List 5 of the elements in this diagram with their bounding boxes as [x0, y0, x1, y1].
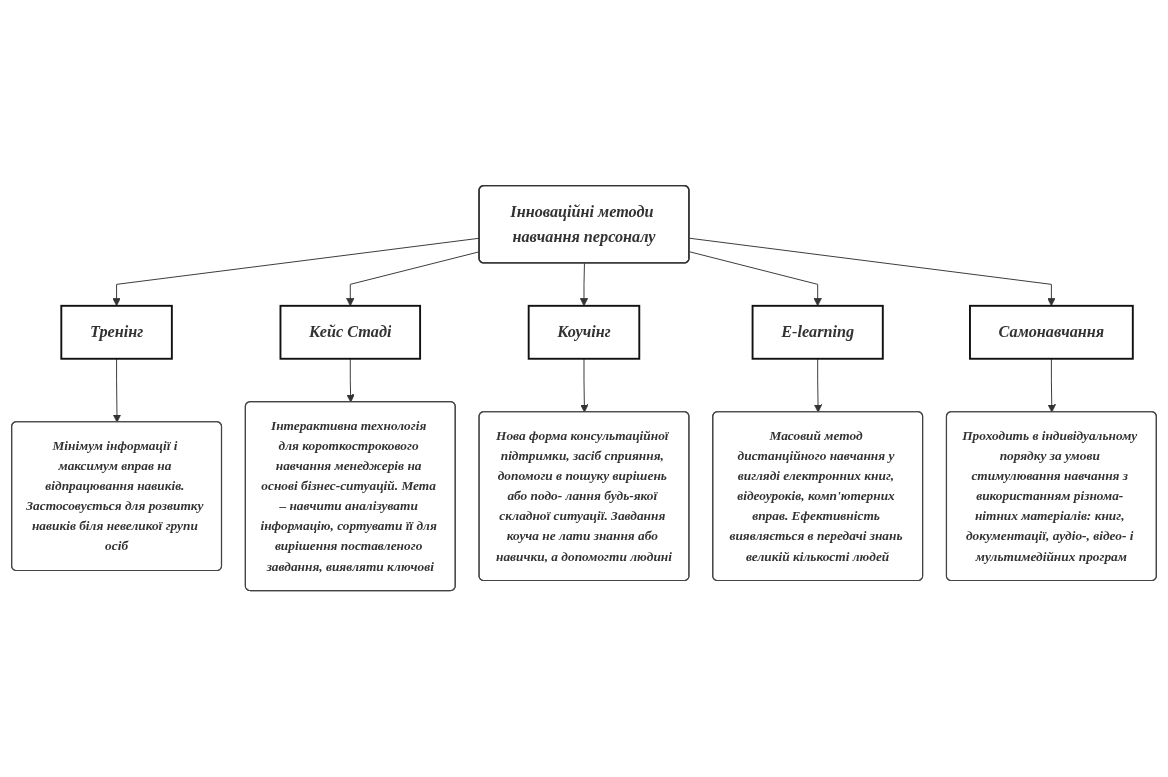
node-box: Кейс Стаді [279, 305, 422, 361]
node-box: Тренінг [60, 305, 173, 361]
node-box: Коучінг [527, 305, 641, 361]
node-box: Самонавчання [969, 305, 1134, 361]
node-box: E-learning [751, 305, 884, 361]
